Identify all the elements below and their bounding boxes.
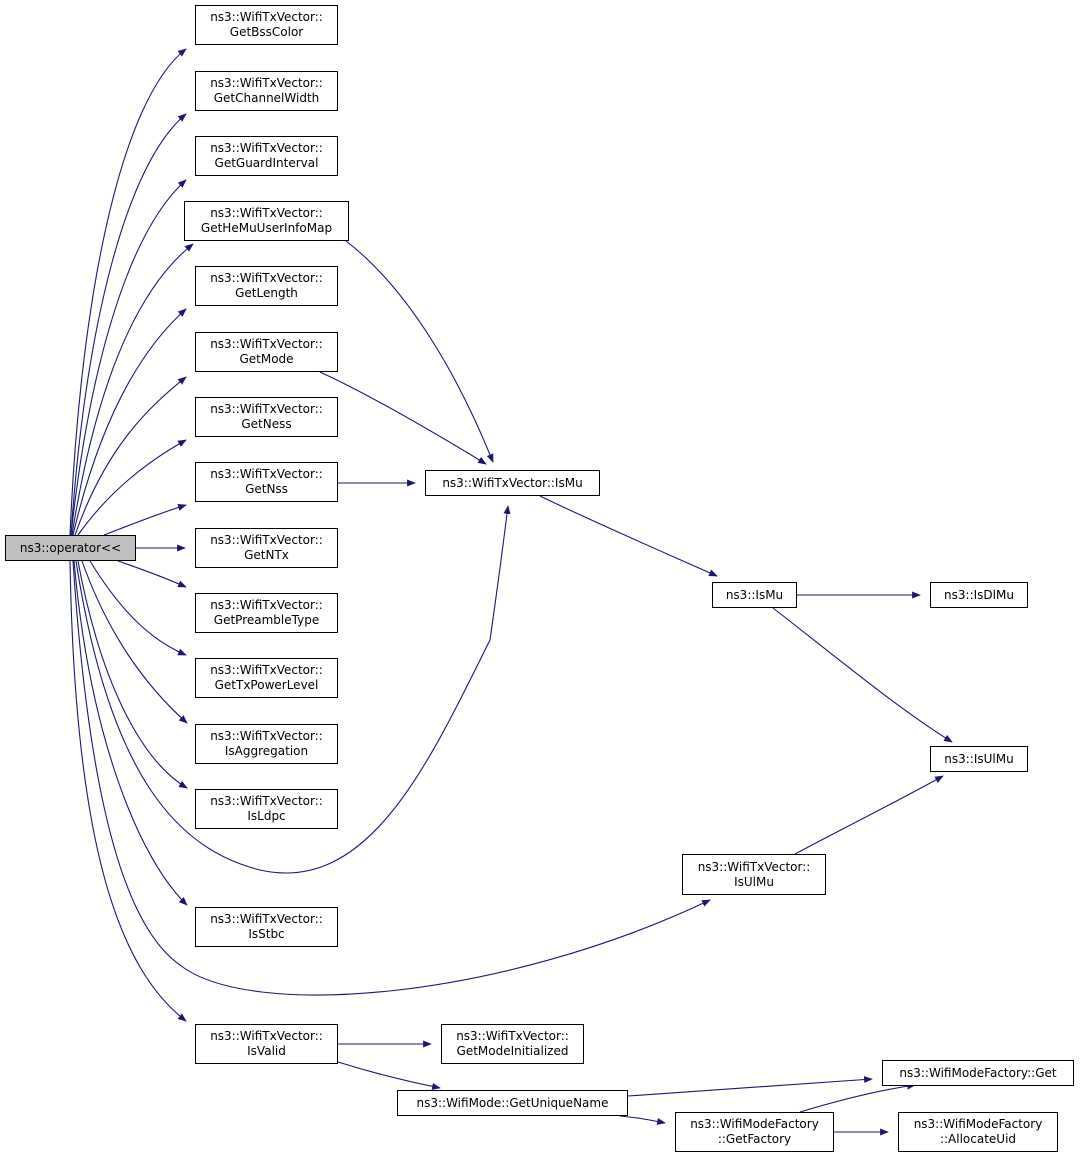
edge-root-to-getchannelwidth [70, 113, 187, 536]
node-label: GetHeMuUserInfoMap [200, 221, 333, 235]
node-label: ns3::WifiTxVector:: [210, 794, 323, 808]
edge-root-to-gethemuuserinfomap [71, 243, 194, 536]
edge-root-to-getlength [72, 308, 187, 536]
node-label: IsStbc [248, 927, 285, 941]
node-label: ns3::WifiTxVector:: [210, 729, 323, 743]
node-label: GetChannelWidth [213, 91, 320, 105]
node-isaggregation[interactable]: ns3::WifiTxVector::IsAggregation [195, 724, 338, 764]
node-label: ns3::WifiMode::GetUniqueName [416, 1095, 609, 1110]
node-label: ::GetFactory [717, 1132, 792, 1146]
edge-root-to-getnss [103, 503, 187, 536]
edge-root-to-isaggregation [81, 560, 188, 724]
node-getguardinterval[interactable]: ns3::WifiTxVector::GetGuardInterval [195, 136, 338, 176]
edge-root-to-txvector_isulmu [72, 560, 711, 996]
edge-root-to-getmode [74, 376, 187, 536]
node-getnss[interactable]: ns3::WifiTxVector::GetNss [195, 462, 338, 502]
node-label: ns3::WifiTxVector:: [210, 337, 323, 351]
node-label: IsValid [247, 1044, 286, 1058]
node-label: GetNTx [244, 548, 289, 562]
node-getmodeinitialized[interactable]: ns3::WifiTxVector::GetModeInitialized [441, 1024, 584, 1064]
edge-factory_getfactory-to-factory_get [799, 1082, 916, 1113]
node-label: ns3::IsDlMu [944, 587, 1014, 602]
node-label: GetMode [239, 352, 294, 366]
node-getlength[interactable]: ns3::WifiTxVector::GetLength [195, 266, 338, 306]
edge-txvector_isulmu-to-ns3_isulmu [794, 775, 944, 855]
node-label: IsAggregation [224, 744, 309, 758]
node-label: ns3::WifiModeFactory [913, 1117, 1043, 1131]
node-getpreambletype[interactable]: ns3::WifiTxVector::GetPreambleType [195, 593, 338, 633]
node-label: ns3::WifiTxVector:: [210, 271, 323, 285]
node-getness[interactable]: ns3::WifiTxVector::GetNess [195, 397, 338, 437]
node-label: ::AllocateUid [939, 1132, 1017, 1146]
edge-isvalid-to-getuniquename [337, 1061, 441, 1090]
edge-root-to-isstbc [73, 560, 188, 906]
node-label: ns3::WifiTxVector:: [210, 467, 323, 481]
node-label: ns3::WifiTxVector:: [210, 533, 323, 547]
node-wifimodefactory-getfactory[interactable]: ns3::WifiModeFactory::GetFactory [675, 1112, 834, 1152]
node-label: ns3::WifiTxVector:: [456, 1029, 569, 1043]
node-label: ns3::WifiTxVector:: [210, 76, 323, 90]
edge-getmode-to-txvector_ismu [319, 371, 487, 465]
node-isvalid[interactable]: ns3::WifiTxVector::IsValid [195, 1024, 338, 1064]
node-label: ns3::WifiTxVector:: [210, 402, 323, 416]
edge-ns3_ismu-to-ns3_isulmu [772, 607, 953, 743]
node-wifitxvector-isulmu[interactable]: ns3::WifiTxVector::IsUlMu [682, 854, 826, 895]
edge-root-to-getness [77, 439, 187, 536]
node-getchannelwidth[interactable]: ns3::WifiTxVector::GetChannelWidth [195, 71, 338, 111]
node-isldpc[interactable]: ns3::WifiTxVector::IsLdpc [195, 789, 338, 829]
node-getuniquename[interactable]: ns3::WifiMode::GetUniqueName [397, 1090, 628, 1116]
node-label: ns3::operator<< [19, 540, 122, 555]
node-label: ns3::WifiTxVector:: [210, 663, 323, 677]
node-label: ns3::IsUlMu [944, 751, 1014, 766]
node-label: GetGuardInterval [214, 156, 319, 170]
edge-root-to-isvalid [69, 560, 187, 1022]
node-isulmu[interactable]: ns3::IsUlMu [930, 746, 1028, 772]
node-label: GetModeInitialized [456, 1044, 569, 1058]
node-label: GetNss [245, 482, 288, 496]
node-label: ns3::WifiTxVector:: [210, 598, 323, 612]
node-isstbc[interactable]: ns3::WifiTxVector::IsStbc [195, 907, 338, 947]
node-gettxpowerlevel[interactable]: ns3::WifiTxVector::GetTxPowerLevel [195, 658, 338, 698]
edge-root-to-getguardinterval [70, 179, 187, 536]
node-label: GetNess [241, 417, 292, 431]
edge-root-to-txvector_ismu [75, 505, 511, 874]
node-gethemuuserinfomap[interactable]: ns3::WifiTxVector::GetHeMuUserInfoMap [184, 201, 349, 241]
edge-root-to-gettxpowerlevel [89, 560, 187, 656]
edge-getuniquename-to-factory_get [627, 1076, 873, 1097]
edge-getuniquename-to-factory_getfactory [619, 1115, 666, 1125]
node-getmode[interactable]: ns3::WifiTxVector::GetMode [195, 332, 338, 372]
node-label: ns3::WifiTxVector:: [210, 141, 323, 155]
node-getbsscolor[interactable]: ns3::WifiTxVector::GetBssColor [195, 5, 338, 45]
node-wifimodefactory-get[interactable]: ns3::WifiModeFactory::Get [882, 1060, 1074, 1086]
node-label: GetLength [235, 286, 298, 300]
node-label: ns3::WifiModeFactory::Get [899, 1065, 1057, 1080]
node-label: ns3::IsMu [725, 587, 784, 602]
node-label: GetPreambleType [213, 613, 320, 627]
edge-root-to-getpreambletype [117, 560, 187, 588]
edge-root-to-isldpc [77, 560, 188, 789]
node-label: ns3::WifiTxVector:: [210, 206, 323, 220]
node-wifimodefactory-allocateuid[interactable]: ns3::WifiModeFactory::AllocateUid [898, 1112, 1058, 1152]
edge-root-to-getbsscolor [69, 48, 187, 536]
node-label: IsUlMu [734, 874, 774, 889]
node-label: ns3::WifiTxVector:: [697, 859, 811, 874]
node-label: IsLdpc [247, 809, 286, 823]
node-wifitxvector-ismu[interactable]: ns3::WifiTxVector::IsMu [425, 470, 600, 496]
edge-gethemuuserinfomap-to-txvector_ismu [345, 240, 494, 463]
node-label: ns3::WifiTxVector:: [210, 1029, 323, 1043]
node-label: ns3::WifiModeFactory [690, 1117, 819, 1131]
node-getntx[interactable]: ns3::WifiTxVector::GetNTx [195, 528, 338, 568]
node-label: ns3::WifiTxVector::IsMu [442, 475, 583, 490]
node-label: GetTxPowerLevel [214, 678, 319, 692]
node-isdlmu[interactable]: ns3::IsDlMu [930, 582, 1028, 608]
node-ismu[interactable]: ns3::IsMu [712, 582, 797, 608]
node-root[interactable]: ns3::operator<< [5, 535, 136, 561]
node-label: ns3::WifiTxVector:: [210, 912, 323, 926]
node-label: GetBssColor [229, 25, 304, 39]
node-label: ns3::WifiTxVector:: [210, 10, 323, 24]
edge-txvector_ismu-to-ns3_ismu [539, 495, 718, 577]
